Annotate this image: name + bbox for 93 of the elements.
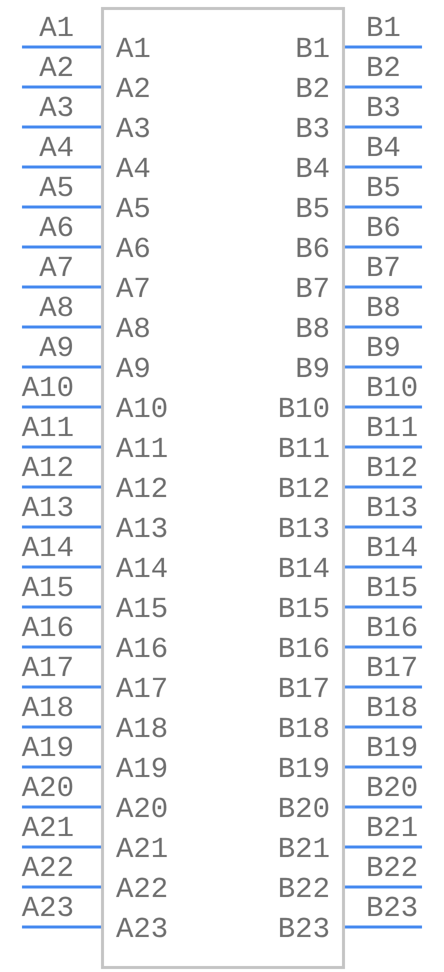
connector-body [101,7,345,969]
pin-number: B10 [366,374,418,404]
pin-name: A7 [116,275,151,305]
pin-name: B23 [278,915,330,945]
pin-name: A1 [116,35,151,65]
pin-number: A18 [22,694,74,724]
pin-number: A11 [22,414,74,444]
pin-number: A13 [22,494,74,524]
pin-number: B23 [366,894,418,924]
pin-name: A22 [116,875,168,905]
pin-name: B3 [295,115,330,145]
pin-number: A3 [39,94,74,124]
pin-number: A10 [22,374,74,404]
pin-number: B7 [366,254,401,284]
pin-number: B17 [366,654,418,684]
pin-name: A16 [116,635,168,665]
pin-name: B15 [278,595,330,625]
pin-name: B7 [295,275,330,305]
pin-name: A14 [116,555,168,585]
pin-name: B8 [295,315,330,345]
pin-name: B14 [278,555,330,585]
pin-name: A10 [116,395,168,425]
pin-number: B21 [366,814,418,844]
pin-name: B5 [295,195,330,225]
pin-name: B11 [278,435,330,465]
pin-number: B3 [366,94,401,124]
pin-number: A20 [22,774,74,804]
pin-number: B14 [366,534,418,564]
pin-number: B18 [366,694,418,724]
pin-number: A5 [39,174,74,204]
pin-number: A14 [22,534,74,564]
pin-name: B6 [295,235,330,265]
pin-name: B12 [278,475,330,505]
pin-name: A15 [116,595,168,625]
pin-name: A13 [116,515,168,545]
pin-name: B9 [295,355,330,385]
pin-number: A6 [39,214,74,244]
pin-name: A17 [116,675,168,705]
pin-number: A17 [22,654,74,684]
pin-number: B11 [366,414,418,444]
pin-name: B16 [278,635,330,665]
pin-number: B16 [366,614,418,644]
pin-number: B15 [366,574,418,604]
pin-name: B19 [278,755,330,785]
pin-number: A7 [39,254,74,284]
pin-number: B13 [366,494,418,524]
pin-name: A9 [116,355,151,385]
pin-number: B20 [366,774,418,804]
pin-name: B22 [278,875,330,905]
pin-name: B13 [278,515,330,545]
pin-name: A8 [116,315,151,345]
pin-number: A9 [39,334,74,364]
pin-name: B17 [278,675,330,705]
pin-name: A4 [116,155,151,185]
pin-name: A12 [116,475,168,505]
pin-name: A11 [116,435,168,465]
pin-name: A3 [116,115,151,145]
pin-number: A21 [22,814,74,844]
pin-number: A12 [22,454,74,484]
pin-name: B10 [278,395,330,425]
pin-number: A8 [39,294,74,324]
pin-number: A1 [39,14,74,44]
pin-number: A19 [22,734,74,764]
pin-number: A23 [22,894,74,924]
pin-number: B6 [366,214,401,244]
pin-name: A18 [116,715,168,745]
pin-name: A20 [116,795,168,825]
pin-number: B1 [366,14,401,44]
pin-name: A19 [116,755,168,785]
pin-number: B12 [366,454,418,484]
pin-number: A2 [39,54,74,84]
pin-name: B1 [295,35,330,65]
pin-number: B9 [366,334,401,364]
pin-number: B19 [366,734,418,764]
pin-number: B5 [366,174,401,204]
pin-name: A21 [116,835,168,865]
pin-name: A2 [116,75,151,105]
pin-name: B21 [278,835,330,865]
pin-name: B2 [295,75,330,105]
pin-name: B4 [295,155,330,185]
pin-name: B20 [278,795,330,825]
pin-name: A5 [116,195,151,225]
pin-number: A16 [22,614,74,644]
pin-number: A4 [39,134,74,164]
pin-number: A15 [22,574,74,604]
pin-name: A23 [116,915,168,945]
pin-number: B4 [366,134,401,164]
pin-number: B2 [366,54,401,84]
pin-number: B8 [366,294,401,324]
pin-number: A22 [22,854,74,884]
pin-name: B18 [278,715,330,745]
pin-number: B22 [366,854,418,884]
pin-name: A6 [116,235,151,265]
